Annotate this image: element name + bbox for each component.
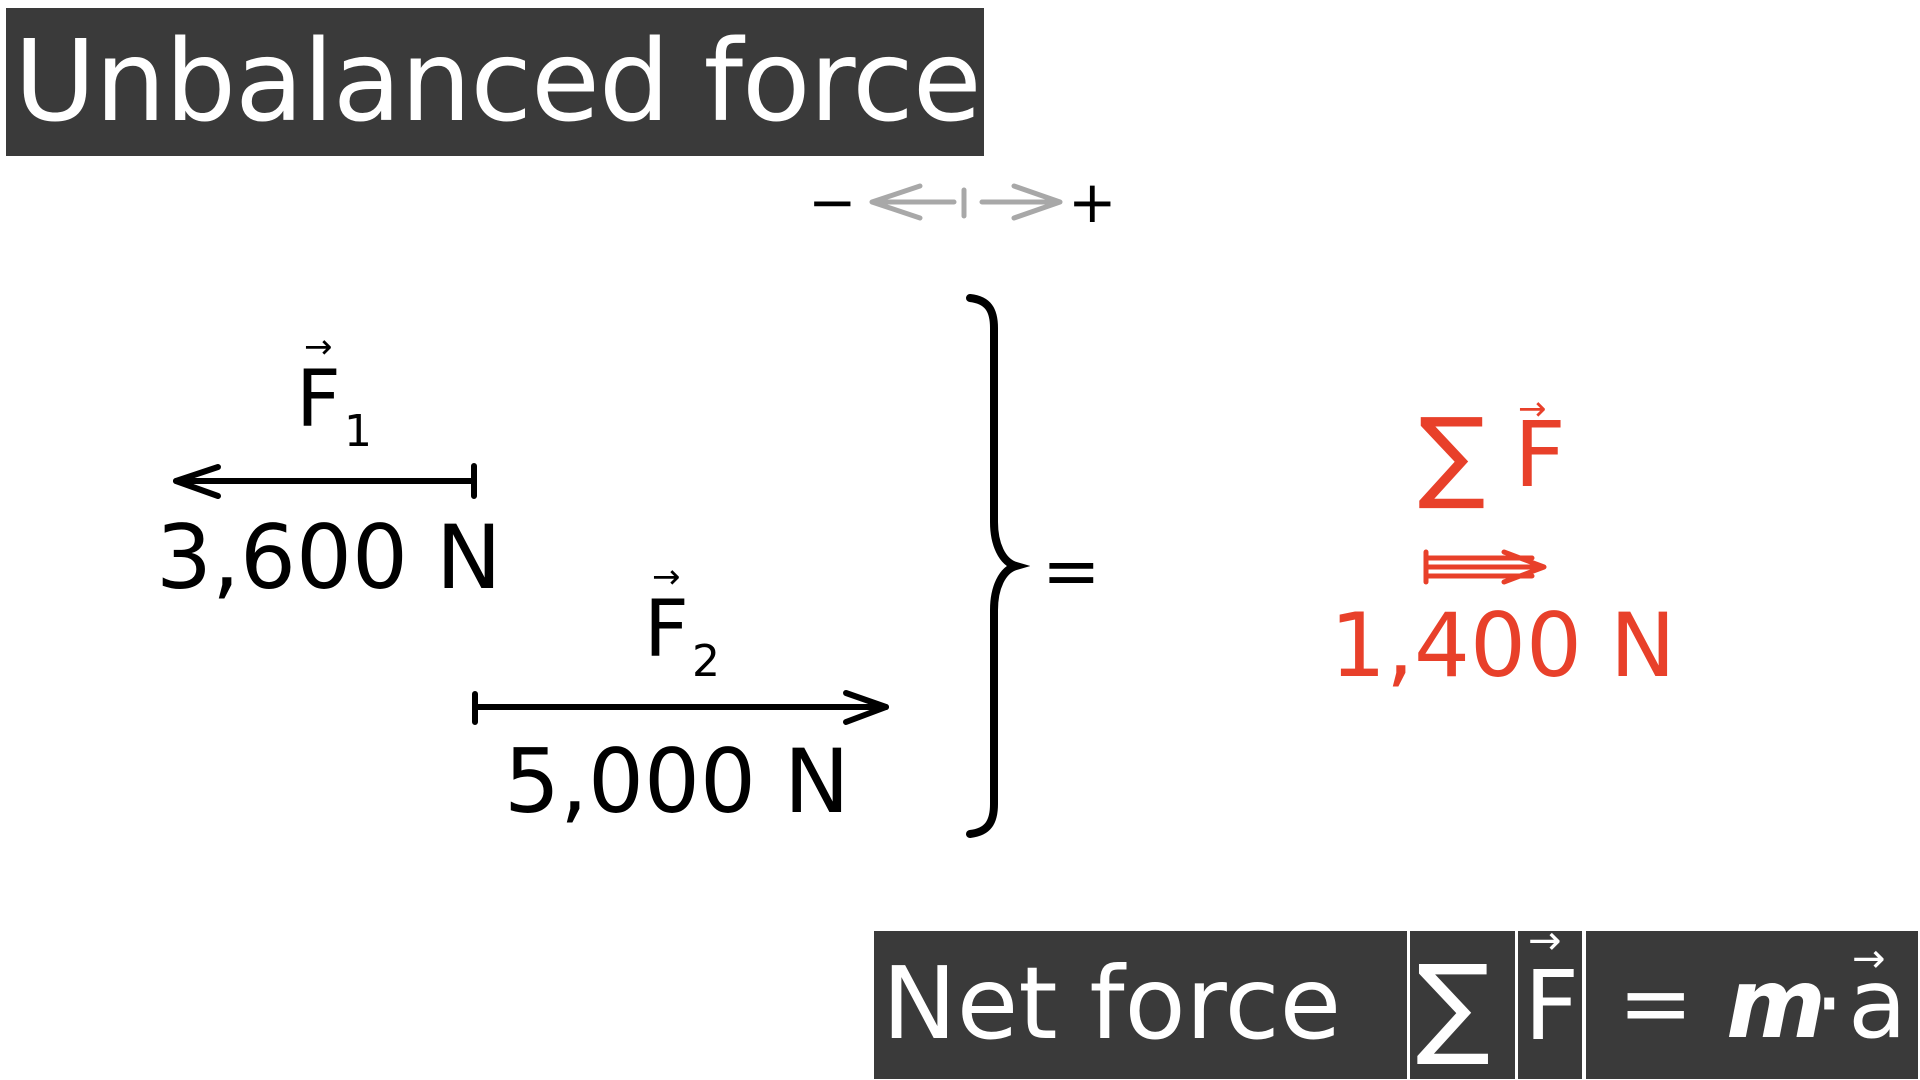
footer-equals-sign: = [1618,951,1694,1056]
force-2-magnitude: 5,000 N [504,730,850,833]
vector-arrow-icon: → [1518,389,1547,429]
force-1-magnitude: 3,600 N [156,506,502,609]
net-force-label: Net force [882,945,1342,1062]
title-banner: Unbalanced forces [6,8,1039,156]
footer-force-symbol: F [1524,950,1580,1062]
force-2-subscript: 2 [692,636,720,687]
vector-arrow-icon: → [304,327,333,367]
footer-sigma-box: ∑ [1410,931,1515,1079]
force-2-symbol: → F 2 [644,560,720,684]
vector-arrow-icon: → [1528,918,1562,964]
page-title: Unbalanced forces [14,17,1039,147]
net-force-symbol: F [1514,403,1566,508]
force-2-arrow [472,690,889,725]
footer-force-box: → F [1518,921,1582,1079]
right-brace [966,294,1030,838]
multiply-dot: · [1814,948,1845,1060]
negative-sign: − [808,168,857,236]
net-force-arrow [1423,549,1547,585]
force-1-symbol: → F 1 [296,330,372,454]
acceleration-symbol: a [1848,948,1907,1060]
direction-key-arrows-icon [869,183,1063,221]
net-force-magnitude: 1,400 N [1330,594,1676,697]
vector-arrow-icon: → [652,557,681,597]
footer-label-box: Net force [874,931,1407,1079]
force-1-arrow [173,463,477,499]
positive-sign: + [1068,168,1117,236]
force-1-letter: F [296,355,341,445]
footer-equation-box: = m · → a [1586,931,1918,1079]
force-1-subscript: 1 [344,406,372,457]
force-2-letter: F [644,585,689,675]
equals-sign: = [1042,530,1101,612]
sigma-symbol: ∑ [1416,941,1491,1069]
vector-arrow-icon: → [1852,936,1886,982]
mass-symbol: m [1726,948,1827,1060]
sigma-symbol: ∑ [1418,396,1486,513]
